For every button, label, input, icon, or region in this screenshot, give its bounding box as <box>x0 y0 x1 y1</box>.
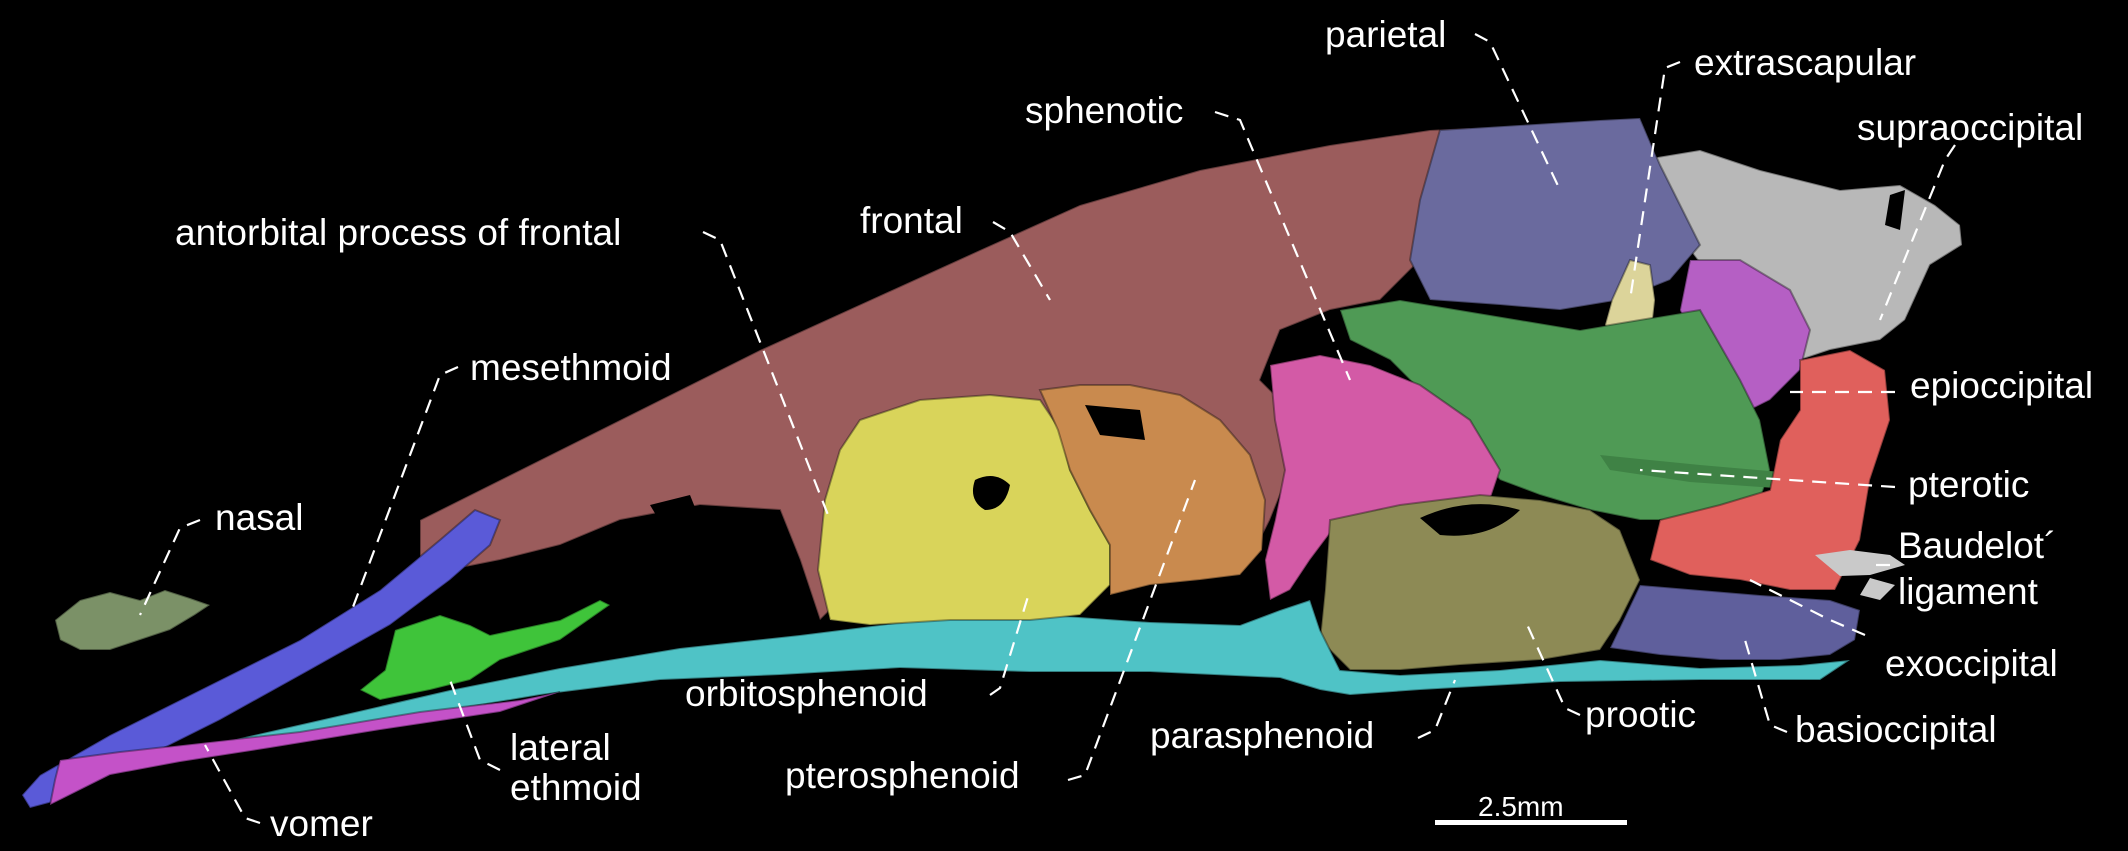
label-pterosphenoid: pterosphenoid <box>785 755 1020 796</box>
mesethmoid-bone <box>20 508 502 810</box>
scale-bar-label: 2.5mm <box>1478 791 1564 822</box>
leader-nasal <box>139 518 201 616</box>
leader-pterotic <box>1639 468 1896 489</box>
label-pterotic: pterotic <box>1908 464 2029 505</box>
label-lateral-ethmoid-line1: lateral <box>510 727 611 768</box>
label-lateral-ethmoid-line2: ethmoid <box>510 767 642 808</box>
leader-antorbital <box>702 231 832 521</box>
leader-mesethmoid <box>348 365 459 616</box>
label-extrascapular: extrascapular <box>1694 42 1916 83</box>
leader-prootic <box>1523 619 1581 716</box>
scale-bar: 2.5mm <box>1435 791 1627 825</box>
leader-orbitosphenoid <box>989 589 1032 696</box>
lateral-ethmoid-bone <box>358 598 612 702</box>
label-nasal: nasal <box>215 497 303 538</box>
scale-bar-line <box>1435 820 1627 825</box>
leader-lateral-ethmoid <box>448 679 501 771</box>
leader-lines <box>139 33 1956 825</box>
parietal-bone <box>1408 116 1702 312</box>
prootic-bone <box>1318 493 1642 671</box>
leader-basioccipital <box>1743 639 1788 734</box>
pterotic-spine <box>1600 455 1780 488</box>
frontal-foramen <box>650 495 700 530</box>
label-parasphenoid: parasphenoid <box>1150 715 1374 756</box>
prootic-foramen <box>1420 504 1520 536</box>
pterosphenoid-bone <box>1038 384 1267 597</box>
label-antorbital-process: antorbital process of frontal <box>175 212 621 253</box>
label-supraoccipital: supraoccipital <box>1857 107 2083 148</box>
labels: parietal extrascapular sphenotic supraoc… <box>175 14 2093 844</box>
leader-supraoccipital <box>1878 144 1956 321</box>
exoccipital-bone <box>1648 348 1892 591</box>
label-epioccipital: epioccipital <box>1910 365 2093 406</box>
leader-pterosphenoid <box>1067 479 1197 782</box>
label-parietal: parietal <box>1325 14 1446 55</box>
label-exoccipital: exoccipital <box>1885 643 2058 684</box>
leader-exoccipital <box>1749 579 1866 637</box>
pterosphenoid-foramen <box>1085 405 1145 440</box>
leader-frontal <box>992 221 1051 301</box>
orbitosphenoid-bone <box>816 393 1111 627</box>
nasal-bone <box>53 588 213 651</box>
leader-vomer <box>204 744 261 825</box>
label-frontal: frontal <box>860 200 963 241</box>
leader-parasphenoid <box>1417 679 1457 739</box>
orbitosphenoid-foramen <box>972 476 1010 510</box>
label-baudelot-line2: ligament <box>1898 571 2039 612</box>
label-orbitosphenoid: orbitosphenoid <box>685 673 928 714</box>
leader-sphenotic <box>1214 110 1352 381</box>
label-vomer: vomer <box>270 803 373 844</box>
label-prootic: prootic <box>1585 694 1696 735</box>
vomer-bone <box>48 691 561 807</box>
baudelot-ligament <box>1815 550 1905 600</box>
label-mesethmoid: mesethmoid <box>470 347 672 388</box>
leader-extrascapular <box>1628 60 1681 301</box>
label-baudelot-line1: Baudelot´ <box>1898 525 2056 566</box>
leader-parietal <box>1474 33 1561 191</box>
supraoccipital-foramen <box>1885 190 1905 230</box>
label-sphenotic: sphenotic <box>1025 90 1183 131</box>
label-basioccipital: basioccipital <box>1795 709 1997 750</box>
